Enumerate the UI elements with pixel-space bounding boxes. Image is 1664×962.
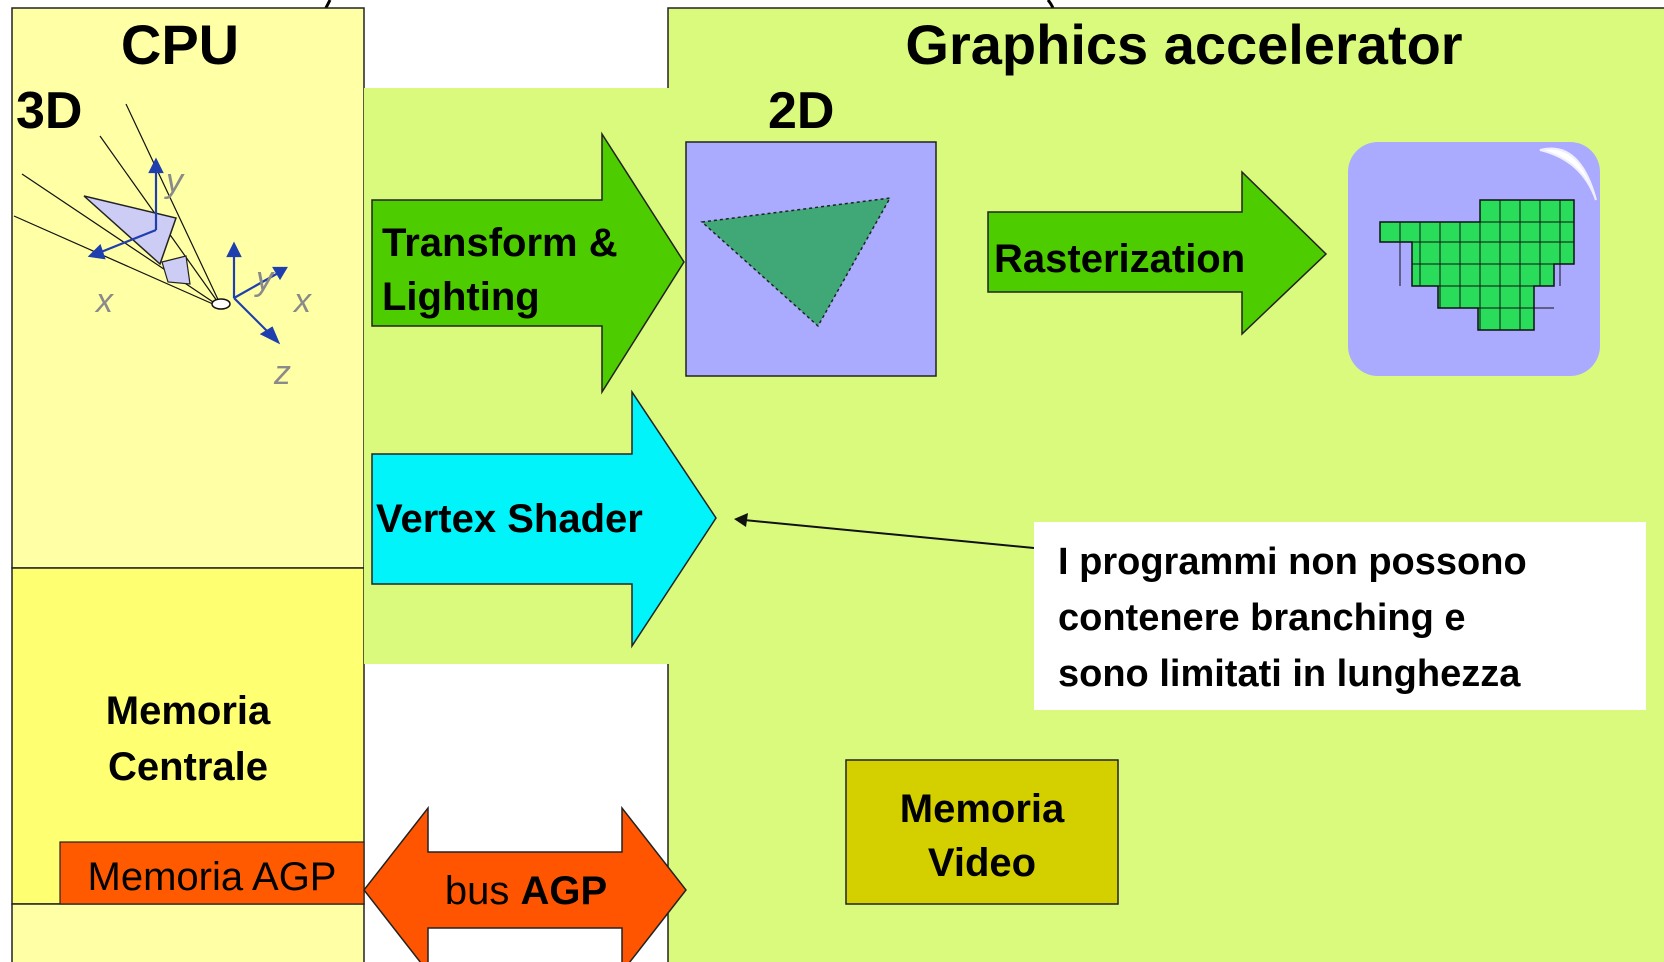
axis-label-x1: x	[94, 282, 114, 320]
callout-pointer	[734, 513, 1035, 549]
memoria-agp-label: Memoria AGP	[88, 855, 337, 899]
label-3d: 3D	[16, 82, 82, 140]
vertex-shader-label: Vertex Shader	[376, 497, 643, 541]
gpu-title: Graphics accelerator	[905, 13, 1462, 76]
frustum-triangle-large	[83, 195, 177, 266]
memoria-video-line2: Video	[928, 841, 1036, 885]
axis-label-x2: x	[292, 282, 312, 320]
eye-icon	[211, 298, 231, 310]
memoria-centrale-line2: Centrale	[108, 745, 268, 789]
frustum-triangle-small	[161, 255, 191, 285]
frustum-illustration: y x y x z	[13, 103, 312, 392]
memoria-centrale-line1: Memoria	[106, 689, 271, 733]
projected-triangle	[700, 197, 892, 328]
bus-agp-label: bus AGP	[445, 869, 607, 913]
cpu-bottom-panel	[11, 903, 365, 962]
pixel-shape	[1379, 199, 1575, 331]
axis-label-y2: y	[254, 260, 275, 298]
memoria-agp-box	[59, 841, 365, 905]
rasterized-result	[1348, 142, 1600, 376]
note-line2: contenere branching e	[1058, 597, 1466, 639]
memoria-video-box	[845, 759, 1119, 905]
note-box	[1034, 522, 1646, 710]
pixel-grid	[1380, 200, 1574, 330]
box-highlight	[1539, 147, 1597, 201]
transform-lighting-arrow	[371, 131, 685, 395]
bus-agp-arrow	[363, 805, 687, 962]
transform-line2: Lighting	[382, 275, 540, 319]
cpu-title: CPU	[121, 13, 239, 76]
axis-label-y1: y	[164, 162, 185, 200]
transform-line1: Transform &	[382, 221, 618, 265]
label-2d: 2D	[768, 82, 834, 140]
memoria-video-line1: Memoria	[900, 787, 1065, 831]
rasterization-arrow	[987, 170, 1328, 336]
note-line3: sono limitati in lunghezza	[1058, 653, 1521, 695]
bus-prefix: bus	[445, 869, 521, 913]
rasterization-label: Rasterization	[994, 237, 1245, 281]
note-line1: I programmi non possono	[1058, 541, 1527, 583]
bus-name: AGP	[520, 869, 607, 913]
axis-label-z: z	[273, 354, 291, 392]
vertex-shader-arrow	[371, 389, 717, 649]
cpu-panel	[11, 7, 365, 569]
